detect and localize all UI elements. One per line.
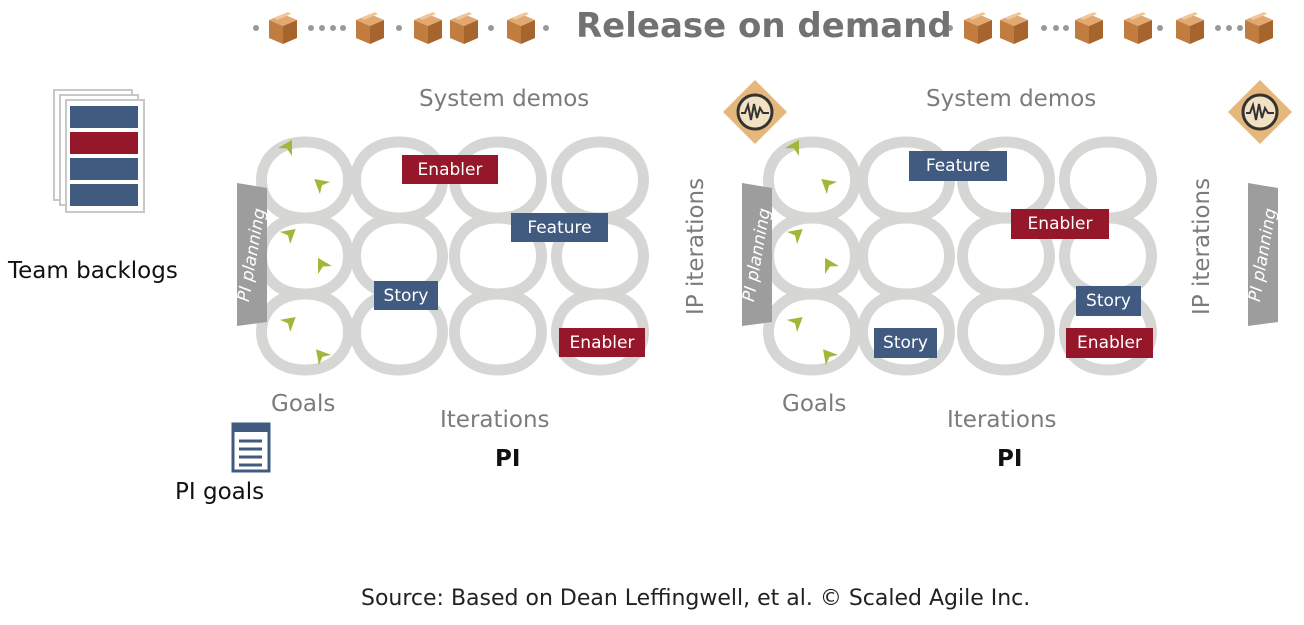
pi-goals-label: PI goals (175, 479, 265, 505)
pi-label: PI (997, 446, 1023, 472)
goals-loop-right (769, 135, 856, 370)
system-demos-label: System demos (926, 86, 1097, 112)
ip-iterations-label: IP iterations (1189, 177, 1215, 315)
feature-card: Feature (511, 213, 608, 242)
package-icon (269, 12, 297, 44)
package-icon (1245, 12, 1273, 44)
goals-label: Goals (271, 391, 336, 417)
package-icon (964, 12, 992, 44)
goals-label: Goals (782, 391, 847, 417)
enabler-card: Enabler (559, 328, 645, 357)
goals-loop-left (262, 135, 349, 370)
package-icon (1124, 12, 1152, 44)
iterations-label: Iterations (947, 407, 1057, 433)
package-icon (507, 12, 535, 44)
release-line-right (947, 12, 1273, 44)
package-icon (1000, 12, 1028, 44)
story-card: Story (874, 328, 937, 358)
story-card: Story (1076, 286, 1141, 316)
source-caption: Source: Based on Dean Leffingwell, et al… (361, 586, 1031, 611)
pi-planning-shape (1248, 183, 1278, 326)
ip-iterations-label: IP iterations (683, 177, 709, 315)
pi-planning-label: PI planning (233, 206, 271, 303)
package-icon (414, 12, 442, 44)
system-demo-icon (721, 78, 789, 146)
pi-planning-shape (742, 183, 772, 326)
enabler-card: Enabler (1066, 328, 1153, 358)
page-title: Release on demand (576, 6, 952, 46)
enabler-card: Enabler (402, 155, 498, 184)
enabler-card: Enabler (1011, 209, 1109, 239)
release-line-left (253, 12, 549, 44)
story-card: Story (374, 281, 438, 310)
pi-planning-label: PI planning (738, 206, 776, 303)
backlog-stack-icon (53, 89, 145, 213)
package-icon (356, 12, 384, 44)
package-icon (450, 12, 478, 44)
feature-card: Feature (909, 151, 1007, 181)
system-demos-label: System demos (419, 86, 590, 112)
package-icon (1176, 12, 1204, 44)
team-backlogs-label: Team backlogs (8, 258, 178, 284)
pi-planning-label: PI planning (1244, 206, 1282, 303)
iterations-label: Iterations (440, 407, 550, 433)
package-icon (1075, 12, 1103, 44)
document-icon (231, 422, 271, 473)
pi-label: PI (495, 446, 521, 472)
system-demo-icon (1226, 78, 1294, 146)
pi-planning-shape (237, 183, 267, 326)
